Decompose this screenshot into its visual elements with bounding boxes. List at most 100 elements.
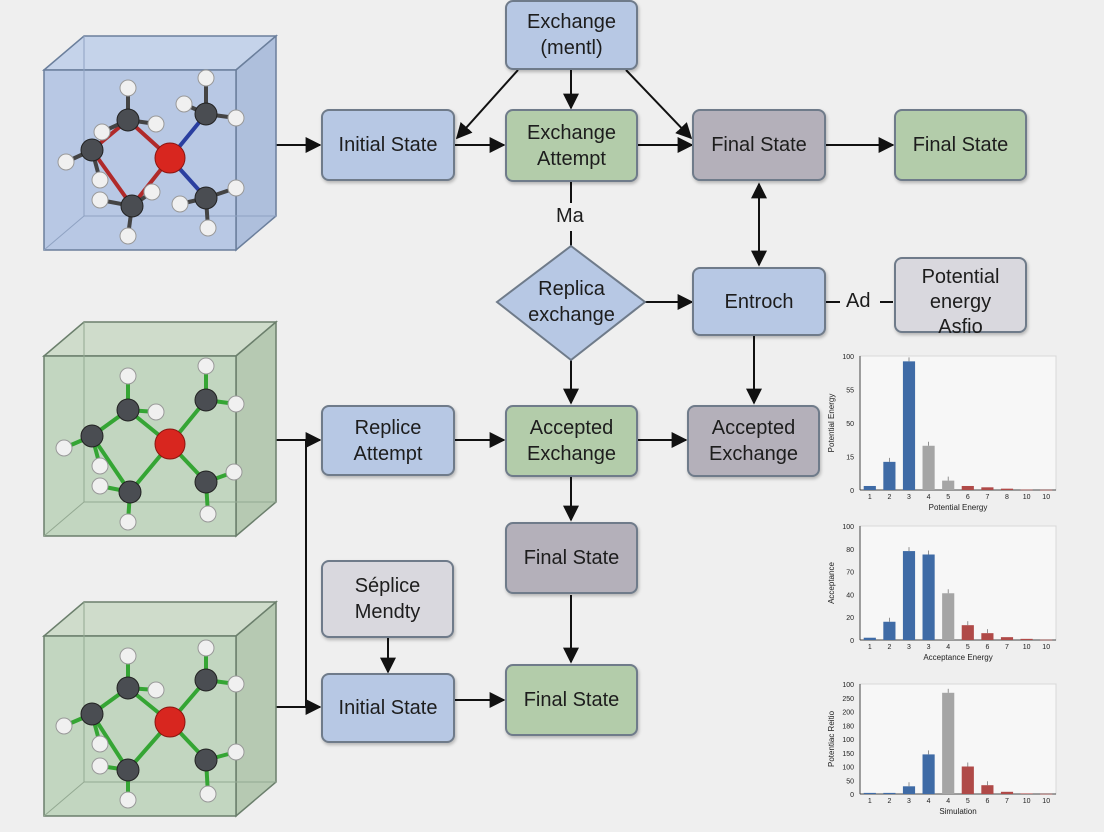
y-tick-label: 100	[842, 354, 854, 361]
x-axis-title: Simulation	[939, 807, 976, 816]
final-state-node-1: Final State	[692, 109, 826, 181]
bar	[961, 485, 974, 490]
y-axis-title: Acceptance	[827, 562, 836, 604]
arrow-top-to-initial	[455, 69, 519, 140]
initial-state-node-2: Initial State	[321, 673, 455, 743]
x-tick-label: 10	[1042, 494, 1050, 501]
x-tick-label: 2	[887, 798, 891, 805]
y-tick-label: 0	[850, 638, 854, 645]
bar	[863, 792, 876, 794]
x-tick-label: 3	[907, 798, 911, 805]
y-axis-title: Potentiac Reitio	[827, 710, 836, 767]
bar	[902, 361, 916, 490]
x-tick-label: 4	[946, 644, 950, 651]
x-tick-label: 5	[946, 494, 950, 501]
x-tick-label: 5	[966, 798, 970, 805]
bar	[1000, 637, 1014, 640]
splice-mendty-node: Séplice Mendty	[321, 560, 454, 638]
exchange-mentl-node: Exchange (mentl)	[505, 0, 638, 70]
bar	[883, 792, 896, 794]
y-tick-label: 100	[842, 524, 854, 531]
bar	[961, 766, 974, 794]
cube-outline	[41, 600, 279, 818]
arrow-top-to-final	[625, 69, 693, 140]
y-tick-label: 15	[846, 455, 854, 462]
replica-exchange-diamond	[495, 244, 647, 362]
bar	[883, 621, 896, 640]
x-tick-label: 1	[868, 644, 872, 651]
y-tick-label: 40	[846, 592, 854, 599]
bar	[942, 692, 955, 794]
bar	[1020, 793, 1033, 795]
x-tick-label: 4	[946, 798, 950, 805]
x-tick-label: 6	[985, 798, 989, 805]
x-tick-label: 1	[868, 798, 872, 805]
final-state-node-3: Final State	[505, 522, 638, 594]
initial-state-node-1: Initial State	[321, 109, 455, 181]
bar	[1020, 489, 1033, 491]
potential-energy-ratio-node: Potential energy Asfio	[894, 257, 1027, 338]
bar	[922, 445, 935, 490]
bar	[863, 485, 876, 490]
bar	[942, 593, 955, 640]
ma-label: Ma	[553, 205, 587, 228]
accepted-exchange-node-gray: Accepted Exchange	[687, 405, 820, 477]
bar	[961, 625, 974, 640]
x-tick-label: 4	[927, 494, 931, 501]
molecule	[55, 639, 245, 809]
molecule	[55, 357, 245, 531]
bar	[902, 551, 916, 640]
bar	[942, 480, 955, 490]
x-tick-label: 7	[1005, 798, 1009, 805]
cube-outline	[41, 320, 279, 538]
x-tick-label: 2	[887, 494, 891, 501]
y-tick-label: 200	[842, 710, 854, 717]
accepted-exchange-node-green: Accepted Exchange	[505, 405, 638, 477]
y-tick-label: 55	[846, 388, 854, 395]
bar	[1040, 793, 1053, 795]
x-tick-label: 2	[887, 644, 891, 651]
x-tick-label: 7	[985, 494, 989, 501]
y-tick-label: 150	[842, 751, 854, 758]
y-tick-label: 50	[846, 778, 854, 785]
y-tick-label: 80	[846, 547, 854, 554]
x-axis-title: Acceptance Energy	[923, 653, 992, 662]
y-tick-label: 100	[842, 737, 854, 744]
x-tick-label: 3	[927, 644, 931, 651]
x-axis-title: Potential Energy	[929, 503, 988, 512]
bar	[863, 637, 876, 640]
y-axis-title: Potential Energy	[827, 394, 836, 453]
x-tick-label: 1	[868, 494, 872, 501]
x-tick-label: 4	[927, 798, 931, 805]
molecule	[57, 69, 245, 245]
final-state-node-4: Final State	[505, 664, 638, 736]
x-tick-label: 10	[1023, 494, 1031, 501]
bar	[1000, 791, 1014, 794]
x-tick-label: 3	[907, 494, 911, 501]
plot-area	[859, 525, 1057, 641]
bar	[981, 633, 994, 640]
y-tick-label: 0	[850, 792, 854, 799]
bar	[883, 461, 896, 490]
x-tick-label: 7	[1005, 644, 1009, 651]
exchange-attempt-node: Exchange Attempt	[505, 109, 638, 182]
final-state-node-2: Final State	[894, 109, 1027, 181]
bar	[922, 754, 935, 794]
bar	[922, 554, 935, 640]
ad-label: Ad	[843, 290, 874, 313]
x-tick-label: 10	[1042, 798, 1050, 805]
y-tick-label: 50	[846, 421, 854, 428]
x-tick-label: 10	[1042, 644, 1050, 651]
x-tick-label: 5	[966, 644, 970, 651]
molecule-box-3	[41, 600, 279, 818]
replica-exchange-label: Replica exchange	[528, 278, 615, 326]
y-tick-label: 70	[846, 570, 854, 577]
bar	[1040, 639, 1053, 641]
plot-area	[859, 683, 1057, 795]
y-tick-label: 250	[842, 696, 854, 703]
